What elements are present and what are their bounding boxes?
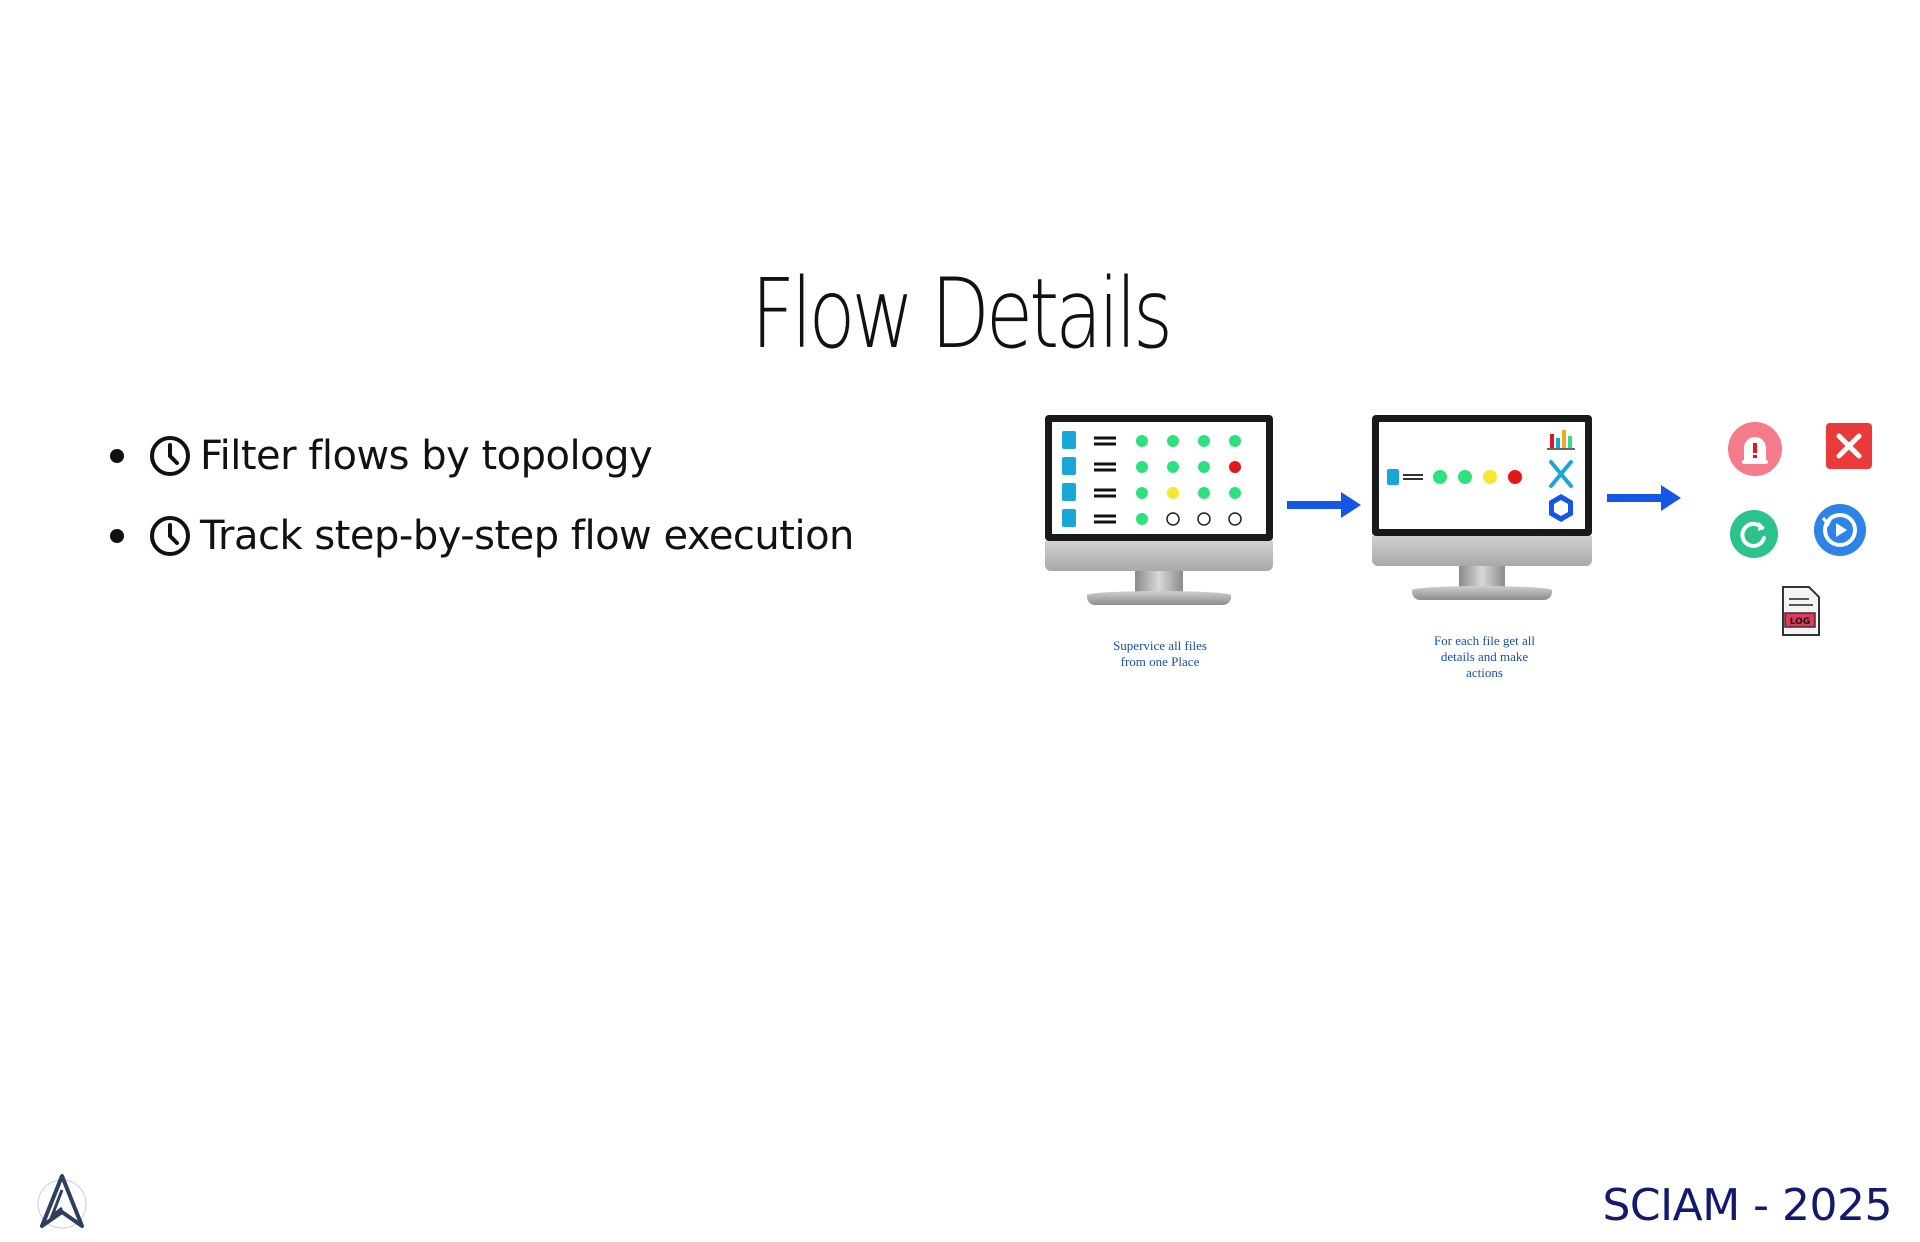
arrow-right-icon <box>1287 492 1361 518</box>
caption-monitor-overview: Supervice all files from one Place <box>1070 638 1250 670</box>
clock-icon <box>150 516 190 556</box>
bullet-text: Track step-by-step flow execution <box>200 513 854 559</box>
tools-icon <box>1549 460 1573 488</box>
log-file-icon: LOG <box>1782 586 1820 636</box>
caption-line: actions <box>1466 665 1503 680</box>
file-detail-view <box>1387 430 1575 522</box>
caption-monitor-detail: For each file get all details and make a… <box>1397 633 1572 681</box>
caption-line: Supervice all files <box>1113 638 1207 653</box>
package-icon <box>1549 494 1573 522</box>
log-label: LOG <box>1790 617 1810 627</box>
footer-text: SCIAM - 2025 <box>1602 1180 1892 1231</box>
bullet-text: Filter flows by topology <box>200 433 653 479</box>
close-icon <box>1826 423 1872 469</box>
slide-title: Flow Details <box>751 258 1173 370</box>
bullet-dot <box>110 529 124 543</box>
file-icon <box>1387 469 1399 485</box>
chart-icon <box>1547 430 1575 450</box>
file-icons <box>1062 431 1076 527</box>
company-logo-icon <box>37 1174 87 1229</box>
status-grid <box>1062 431 1242 527</box>
caption-line: from one Place <box>1120 654 1200 669</box>
refresh-icon <box>1730 510 1778 558</box>
caption-line: details and make <box>1440 649 1529 664</box>
bullet-dot <box>110 449 124 463</box>
bullet-list: Filter flows by topology Track step-by-s… <box>110 430 854 590</box>
caption-line: For each file get all <box>1433 633 1536 648</box>
bullet-item-track: Track step-by-step flow execution <box>110 510 854 562</box>
bullet-item-filter: Filter flows by topology <box>110 430 854 482</box>
replay-icon <box>1814 504 1866 556</box>
alert-bell-icon <box>1728 422 1782 476</box>
clock-icon <box>150 436 190 476</box>
arrow-right-icon <box>1607 485 1681 511</box>
